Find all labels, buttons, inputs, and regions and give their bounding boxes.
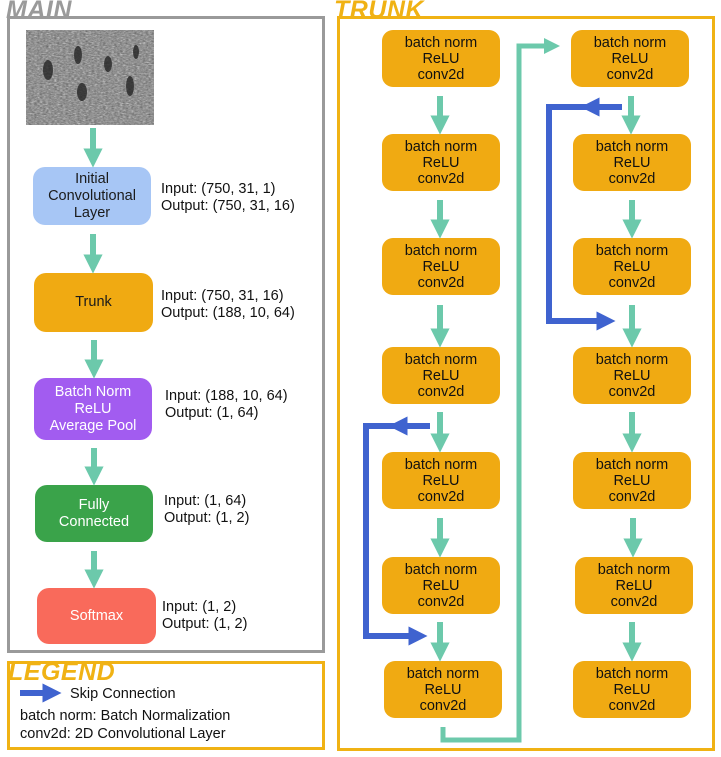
softmax-block: Softmax: [37, 588, 156, 644]
main-panel: [7, 16, 325, 653]
trunk-block-label: Trunk: [75, 294, 112, 310]
trunk-panel: [337, 16, 715, 751]
trunk-title: TRUNK: [334, 0, 424, 24]
trunk-io: Input: (750, 31, 16)Output: (188, 10, 64…: [161, 288, 295, 321]
initial-conv-io: Input: (750, 31, 1)Output: (750, 31, 16): [161, 181, 295, 214]
legend-panel: [7, 661, 325, 750]
legend-batchnorm-def: batch norm: Batch Normalization: [20, 708, 231, 724]
trunk-block: Trunk: [34, 273, 153, 332]
softmax-label: Softmax: [69, 607, 124, 624]
legend-conv2d-def: conv2d: 2D Convolutional Layer: [20, 726, 226, 742]
input-image: [26, 30, 154, 125]
legend-title: LEGEND: [8, 658, 116, 686]
softmax-io: Input: (1, 2)Output: (1, 2): [162, 599, 248, 632]
legend-skip-label: Skip Connection: [70, 686, 176, 702]
fully-connected-io: Input: (1, 64)Output: (1, 2): [164, 493, 250, 526]
main-title: MAIN: [6, 0, 72, 24]
batchnorm-avgpool-io: Input: (188, 10, 64)Output: (1, 64): [165, 388, 288, 421]
